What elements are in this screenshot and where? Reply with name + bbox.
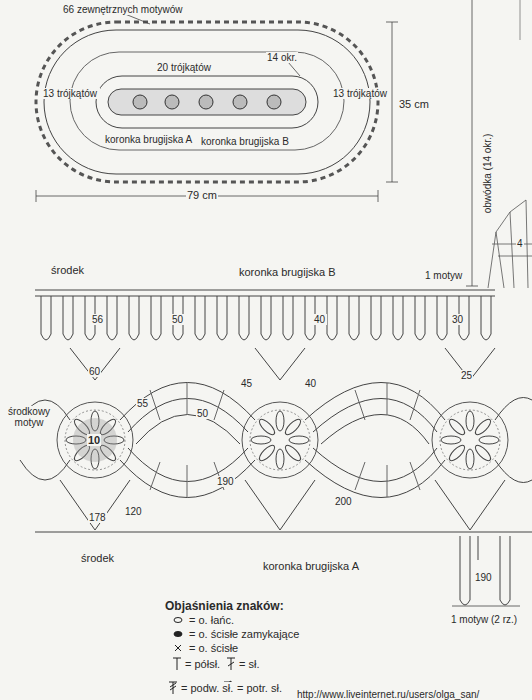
chart-label: 178 (88, 512, 107, 523)
chart-label: 190 (216, 476, 235, 487)
chart-label: 20 trójkątów (156, 62, 212, 73)
chart-label: środek (80, 552, 115, 564)
chart-label: 79 cm (186, 189, 218, 201)
chart-label: 1 motyw (424, 270, 463, 281)
chart-label: 56 (90, 314, 105, 325)
chart-label: 13 trójkątów (330, 88, 390, 99)
chart-label: 4 (516, 238, 524, 249)
chart-label: 55 (136, 398, 149, 409)
chart-label: 35 cm (398, 98, 430, 110)
chart-label: 50 (170, 314, 185, 325)
legend-text: = podw. sł. (180, 682, 234, 694)
legend-text: = sł. (238, 658, 260, 670)
chart-label: 25 (460, 370, 473, 381)
legend-text: = o. łańc. (188, 614, 235, 626)
chart-label: Objaśnienia znaków: (164, 600, 285, 613)
chart-label: 66 zewnętrznych motywów (62, 4, 184, 15)
chart-label: koronka brugijska B (238, 266, 337, 278)
chart-label: 60 (88, 366, 101, 377)
chart-label: koronka brugijska A (262, 560, 360, 572)
chart-label: 30 (450, 314, 465, 325)
chart-label: 14 okr. (266, 52, 298, 63)
chart-label: środkowy motyw (2, 406, 56, 428)
chart-label: 40 (304, 378, 317, 389)
chart-label: 50 (196, 408, 209, 419)
legend-text: = o. ścisłe zamykające (188, 628, 300, 640)
legend-text: = o. ścisłe (188, 642, 239, 654)
chart-label: 10 (87, 434, 101, 446)
chart-label: 13 trójkątów (40, 88, 100, 99)
chart-label: 40 (312, 314, 327, 325)
chart-label: koronka brugijska B (200, 136, 290, 147)
legend-text: = półsł. (184, 658, 221, 670)
chart-label: 1 motyw (2 rz.) (450, 614, 518, 625)
chart-label: 190 (474, 572, 493, 583)
chart-label: http://www.liveinternet.ru/users/olga_sa… (296, 689, 480, 700)
chart-label: środek (50, 264, 85, 276)
chart-label: obwódka (14 okr.) (482, 123, 493, 225)
chart-label: 200 (334, 496, 353, 507)
chart-label: 45 (240, 378, 253, 389)
chart-label: 120 (124, 506, 143, 517)
legend-text: = potr. sł. (236, 682, 283, 694)
chart-label: koronka brugijska A (104, 134, 193, 145)
